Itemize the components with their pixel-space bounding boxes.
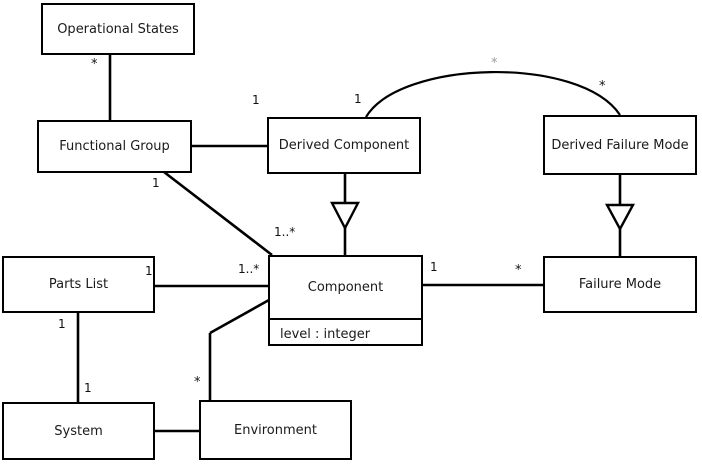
class-box-environment[interactable]: Environment	[199, 400, 352, 460]
multiplicity-parts-list-system-top: 1	[58, 317, 66, 331]
class-box-functional-group[interactable]: Functional Group	[37, 120, 192, 173]
multiplicity-component-failure-mode-source: 1	[430, 260, 438, 274]
class-name-derived-failure-mode: Derived Failure Mode	[551, 137, 689, 153]
edge-functional-group-component	[163, 170, 273, 257]
class-box-operational-states[interactable]: Operational States	[41, 3, 195, 55]
multiplicity-operational-states: *	[91, 57, 98, 72]
class-name-failure-mode: Failure Mode	[578, 277, 662, 292]
class-box-derived-failure-mode[interactable]: Derived Failure Mode	[543, 115, 697, 175]
multiplicity-functional-group-component-source: 1	[152, 176, 160, 190]
edge-derived-component-derived-failure-mode	[365, 71, 621, 118]
class-name-parts-list: Parts List	[48, 277, 109, 292]
multiplicity-component-failure-mode-target: *	[515, 263, 522, 278]
multiplicity-derived-component-end: 1	[252, 93, 260, 107]
class-box-derived-component[interactable]: Derived Component	[267, 117, 421, 174]
multiplicity-parts-list-component-source: 1	[145, 264, 153, 278]
class-name-derived-component: Derived Component	[278, 138, 410, 153]
generalization-triangle-component-icon	[330, 201, 360, 231]
class-box-system[interactable]: System	[2, 402, 155, 460]
class-box-parts-list[interactable]: Parts List	[2, 256, 155, 313]
edge-component-environment-diagonal	[209, 298, 270, 335]
multiplicity-parts-list-component-target: 1..*	[238, 262, 260, 276]
class-name-component: Component	[307, 280, 384, 295]
class-name-system: System	[54, 423, 103, 439]
multiplicity-arc-apex: *	[491, 56, 498, 71]
class-box-component[interactable]: Component level : integer	[268, 255, 423, 346]
multiplicity-parts-list-system-bottom: 1	[84, 381, 92, 395]
generalization-triangle-failure-mode-icon	[604, 203, 636, 232]
multiplicity-arc-derived-component-end: 1	[354, 92, 362, 106]
multiplicity-component-environment: *	[194, 375, 201, 390]
multiplicity-arc-derived-failure-mode-end: *	[599, 79, 606, 94]
class-name-operational-states: Operational States	[57, 21, 179, 37]
class-name-environment: Environment	[233, 422, 317, 438]
class-name-functional-group: Functional Group	[59, 139, 170, 154]
class-attribute-level: level : integer	[280, 326, 371, 342]
multiplicity-functional-group-component-target: 1..*	[274, 225, 296, 239]
component-attribute-compartment: level : integer	[270, 318, 421, 348]
class-box-failure-mode[interactable]: Failure Mode	[543, 256, 697, 313]
